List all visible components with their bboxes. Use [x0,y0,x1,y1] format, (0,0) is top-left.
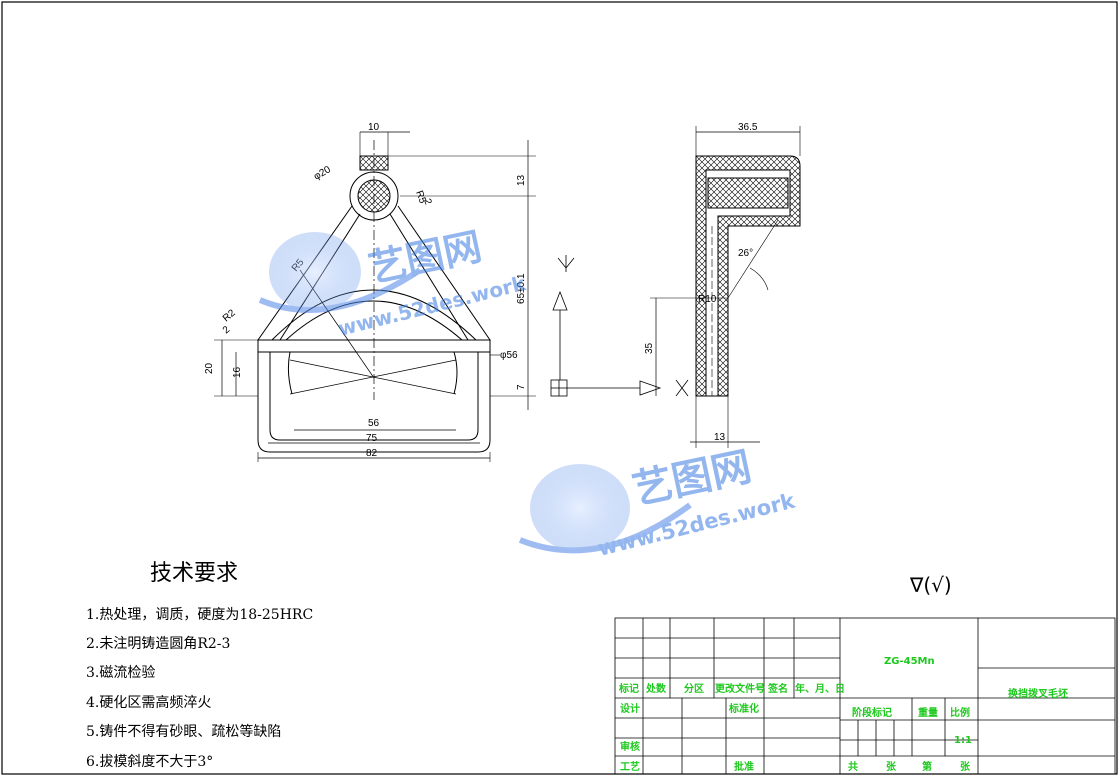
dim-height-13: 13 [516,174,527,186]
title-block [614,617,1116,775]
dim-r10: R10 [698,294,717,305]
watermark-1: 艺图网 www.52des.work [258,224,529,341]
side-view [650,126,801,448]
lower-inner [269,352,479,441]
label-design: 设计 [620,702,640,715]
dim-inner-56: 56 [368,418,380,429]
tech-req-title: 技术要求 [150,561,238,586]
watermark-title: 艺图网 [365,224,486,291]
tech-req-item: 2.未注明铸造圆角R2-3 [86,636,230,652]
row-label-zone: 分区 [684,682,704,695]
dim-left-16: 16 [232,366,243,378]
part-name: 换挡拨叉毛坯 [1008,687,1068,700]
row-label-mark: 标记 [618,682,639,695]
label-stage-mark: 阶段标记 [852,706,892,719]
row-label-sign: 签名 [767,682,788,695]
label-scale: 比例 [950,706,970,719]
tech-req-item: 1.热处理，调质，硬度为18-25HRC [86,607,313,623]
dim-mid-75: 75 [366,433,378,444]
row-label-change-doc: 更改文件号 [715,682,765,695]
roughness-symbol: ∇(√) [909,573,952,597]
tech-req-item: 4.硬化区需高频淬火 [86,694,211,711]
up-arrow [552,290,568,380]
dim-angle: 26° [738,248,753,259]
label-approve: 批准 [734,760,754,773]
lower-slot [287,351,458,395]
label-sheet-end: 张 [960,760,971,773]
tech-req-item: 5.铸件不得有砂眼、疏松等缺陷 [86,723,281,740]
view-arrows [550,255,689,397]
dim-small: 2 [421,197,433,206]
row-label-date: 年、月、日 [795,682,845,695]
material: ZG-45Mn [884,656,935,667]
dim-height-total: 65±0.1 [516,273,527,304]
globe-icon [530,464,630,552]
y-axis-symbol [557,255,575,272]
label-sheet: 张 [886,760,897,773]
label-standard: 标准化 [728,702,759,715]
title-block-text: ZG-45Mn 换挡拨叉毛坯 标记 处数 分区 更改文件号 签名 年、月、日 设… [618,656,1068,773]
label-sheet-no: 第 [922,760,932,773]
dim-bottom-13: 13 [714,432,726,443]
label-process: 工艺 [620,760,640,773]
dim-bottom-7: 7 [516,384,527,390]
watermark-2: 艺图网 www.52des.work [518,444,798,561]
scale-value: 1:1 [954,735,972,746]
side-view-dimensions: 36.5 26° R10 35 13 [644,122,758,443]
dim-h35: 35 [644,342,655,354]
lower-body [257,352,491,453]
fork-arc-inner [285,300,463,341]
label-weight: 重量 [918,706,938,719]
tech-req-item: 3.磁流检验 [86,665,155,681]
right-arrow [567,380,662,396]
dim-left-20: 20 [204,362,215,374]
dim-side-width: 36.5 [738,122,758,133]
dim-outer-82: 82 [366,448,378,459]
tech-requirements: 技术要求 1.热处理，调质，硬度为18-25HRC 2.未注明铸造圆角R2-3 … [86,561,313,770]
tech-req-item: 6.拔模斜度不大于3° [86,754,213,770]
row-label-count: 处数 [645,682,667,695]
fork-arc [271,289,477,341]
dim-arc-dia: φ56 [500,350,518,361]
side-inner-hatch [707,177,789,209]
label-check: 审核 [620,740,640,753]
x-mark [675,379,689,397]
label-total: 共 [848,760,858,773]
dim-boss-dia: φ20 [312,164,333,183]
dim-top-width: 10 [368,122,380,133]
dim-left-radius: R2 [221,307,238,324]
dim-left-small: 2 [221,324,233,336]
dim-right-radius: R5 [413,189,428,205]
globe-icon [269,232,361,312]
